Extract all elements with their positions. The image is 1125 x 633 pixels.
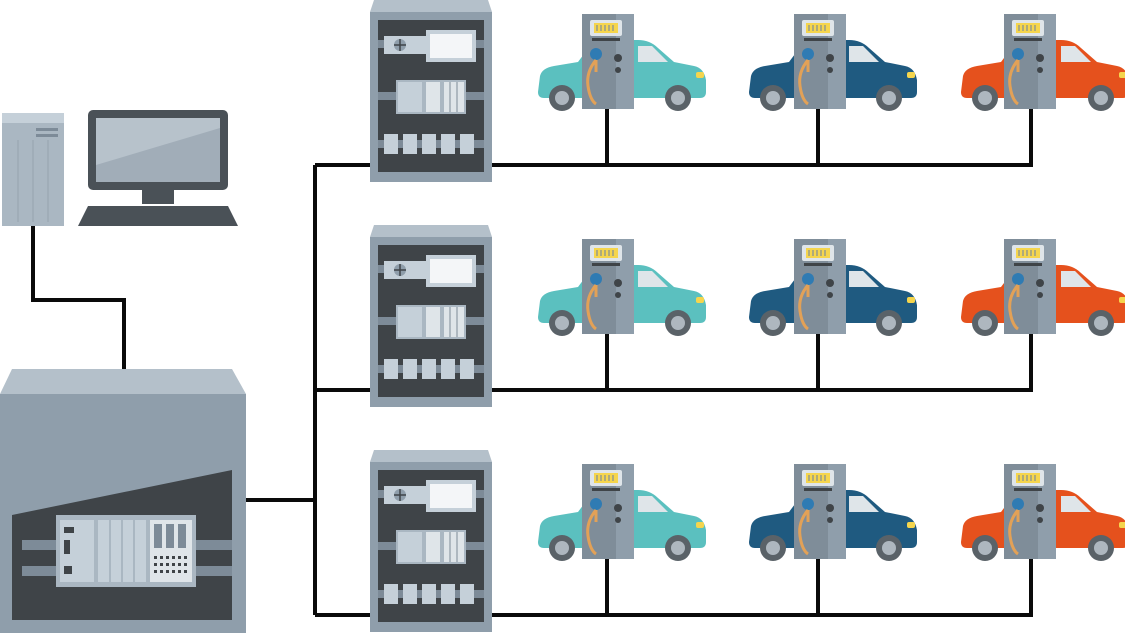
distribution-cabinet-3: [369, 449, 493, 633]
charging-station-2-2: [749, 237, 917, 336]
charging-station-1-1: [538, 12, 706, 111]
charger-pedestal: [580, 237, 636, 336]
desktop-monitor: [88, 110, 228, 204]
charger-pedestal: [1002, 12, 1058, 111]
charging-station-2-3: [961, 237, 1125, 336]
keyboard: [78, 206, 238, 226]
distribution-row: [369, 0, 1125, 183]
charger-pedestal: [792, 237, 848, 336]
main-controller-cabinet: [0, 369, 246, 633]
charging-station-3-3: [961, 462, 1125, 561]
distribution-cabinet-2: [369, 224, 493, 408]
charging-station-1-2: [749, 12, 917, 111]
charging-station-3-2: [749, 462, 917, 561]
distribution-row: [369, 224, 1125, 408]
charging-station-2-1: [538, 237, 706, 336]
charger-pedestal: [580, 12, 636, 111]
charger-pedestal: [580, 462, 636, 561]
charger-pedestal: [1002, 462, 1058, 561]
charging-station-1-3: [961, 12, 1125, 111]
distribution-rows: [369, 0, 1125, 633]
distribution-cabinet-1: [369, 0, 493, 183]
charger-pedestal: [1002, 237, 1058, 336]
charging-station-3-1: [538, 462, 706, 561]
distribution-row: [369, 449, 1125, 633]
charger-pedestal: [792, 12, 848, 111]
wire-server-to-controller: [31, 226, 126, 370]
network-wiring: [31, 163, 372, 617]
charger-pedestal: [792, 462, 848, 561]
server-tower: [2, 113, 64, 226]
